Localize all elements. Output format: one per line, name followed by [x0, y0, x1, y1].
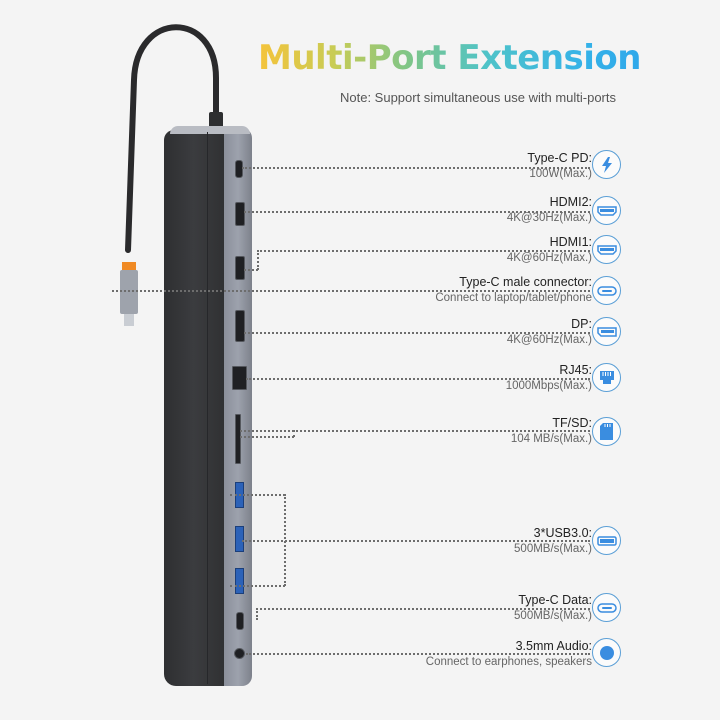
port-name: Type-C Data: [518, 593, 592, 607]
port-name: Type-C male connector: [459, 275, 592, 289]
port-name: 3*USB3.0: [533, 526, 592, 540]
rj45-port [232, 366, 247, 390]
ethernet-icon [592, 363, 621, 392]
port-spec: 500MB/s(Max.) [514, 610, 592, 622]
type-c-pd-port [235, 160, 243, 178]
port-name: TF/SD: [552, 416, 592, 430]
usb3-port-2 [235, 526, 244, 552]
leader-tfsd-a [240, 430, 590, 432]
label-rj45: RJ45: 1000Mbps(Max.) [506, 362, 592, 394]
port-spec: 104 MB/s(Max.) [510, 433, 592, 445]
label-hdmi2: HDMI2: 4K@30Hz(Max.) [507, 194, 592, 226]
leader-hdmi1-a [244, 269, 258, 271]
leader-rj45 [246, 378, 590, 380]
leader-hdmi2 [244, 211, 590, 213]
hdmi1-port [235, 256, 245, 280]
label-usb3: 3*USB3.0: 500MB/s(Max.) [514, 525, 592, 557]
label-type-c-male: Type-C male connector: Connect to laptop… [435, 274, 592, 306]
leader-type-c-male [112, 290, 590, 292]
port-name: HDMI1: [549, 235, 592, 249]
leader-dp [244, 332, 590, 334]
tf-sd-slot [235, 414, 241, 464]
sd-card-icon [592, 417, 621, 446]
audio-jack-port [234, 648, 245, 659]
audio-jack-icon [592, 638, 621, 667]
hdmi-icon [592, 196, 621, 225]
hdmi2-port [235, 202, 245, 226]
port-spec: 500MB/s(Max.) [514, 543, 592, 555]
type-c-data-port [236, 612, 244, 630]
hub-top-edge [170, 126, 250, 134]
leader-tfsd-b [240, 436, 294, 438]
label-type-c-pd: Type-C PD: 100W(Max.) [527, 150, 592, 182]
label-type-c-data: Type-C Data: 500MB/s(Max.) [514, 592, 592, 624]
leader-type-c-data-a [256, 608, 258, 620]
port-spec: 4K@60Hz(Max.) [506, 252, 592, 264]
port-spec: 1000Mbps(Max.) [505, 380, 592, 392]
leader-tfsd-c [293, 430, 295, 437]
port-name: 3.5mm Audio: [515, 639, 592, 653]
leader-audio [246, 653, 590, 655]
port-name: DP: [571, 317, 592, 331]
page-title: Multi-Port Extension [258, 38, 641, 78]
usb-c-icon [592, 593, 621, 622]
label-tf-sd: TF/SD: 104 MB/s(Max.) [511, 415, 592, 447]
leader-hdmi1-c [257, 250, 590, 252]
port-name: Type-C PD: [527, 151, 592, 165]
port-name: HDMI2: [549, 195, 592, 209]
hub-ridge [207, 132, 208, 684]
port-spec: 100W(Max.) [529, 168, 592, 180]
usb3-port-3 [235, 568, 244, 594]
leader-hdmi1-b [257, 250, 259, 270]
leader-usb-3 [230, 585, 285, 587]
subtitle-note: Note: Support simultaneous use with mult… [339, 90, 616, 105]
label-audio: 3.5mm Audio: Connect to earphones, speak… [426, 638, 592, 670]
usb-c-icon [592, 276, 621, 305]
port-spec: Connect to earphones, speakers [425, 656, 592, 668]
leader-type-c-data-b [256, 608, 590, 610]
port-spec: Connect to laptop/tablet/phone [435, 292, 592, 304]
label-hdmi1: HDMI1: 4K@60Hz(Max.) [507, 234, 592, 266]
leader-usb-bracket [284, 494, 286, 586]
leader-usb-1 [230, 494, 285, 496]
port-spec: 4K@60Hz(Max.) [506, 334, 592, 346]
hdmi-icon [592, 235, 621, 264]
port-name: RJ45: [559, 363, 592, 377]
label-dp: DP: 4K@60Hz(Max.) [507, 316, 592, 348]
port-spec: 4K@30Hz(Max.) [506, 212, 592, 224]
displayport-port [235, 310, 245, 342]
lightning-icon [592, 150, 621, 179]
displayport-icon [592, 317, 621, 346]
leader-type-c-pd [242, 167, 590, 169]
usb-a-icon [592, 526, 621, 555]
leader-usb-2 [242, 540, 590, 542]
